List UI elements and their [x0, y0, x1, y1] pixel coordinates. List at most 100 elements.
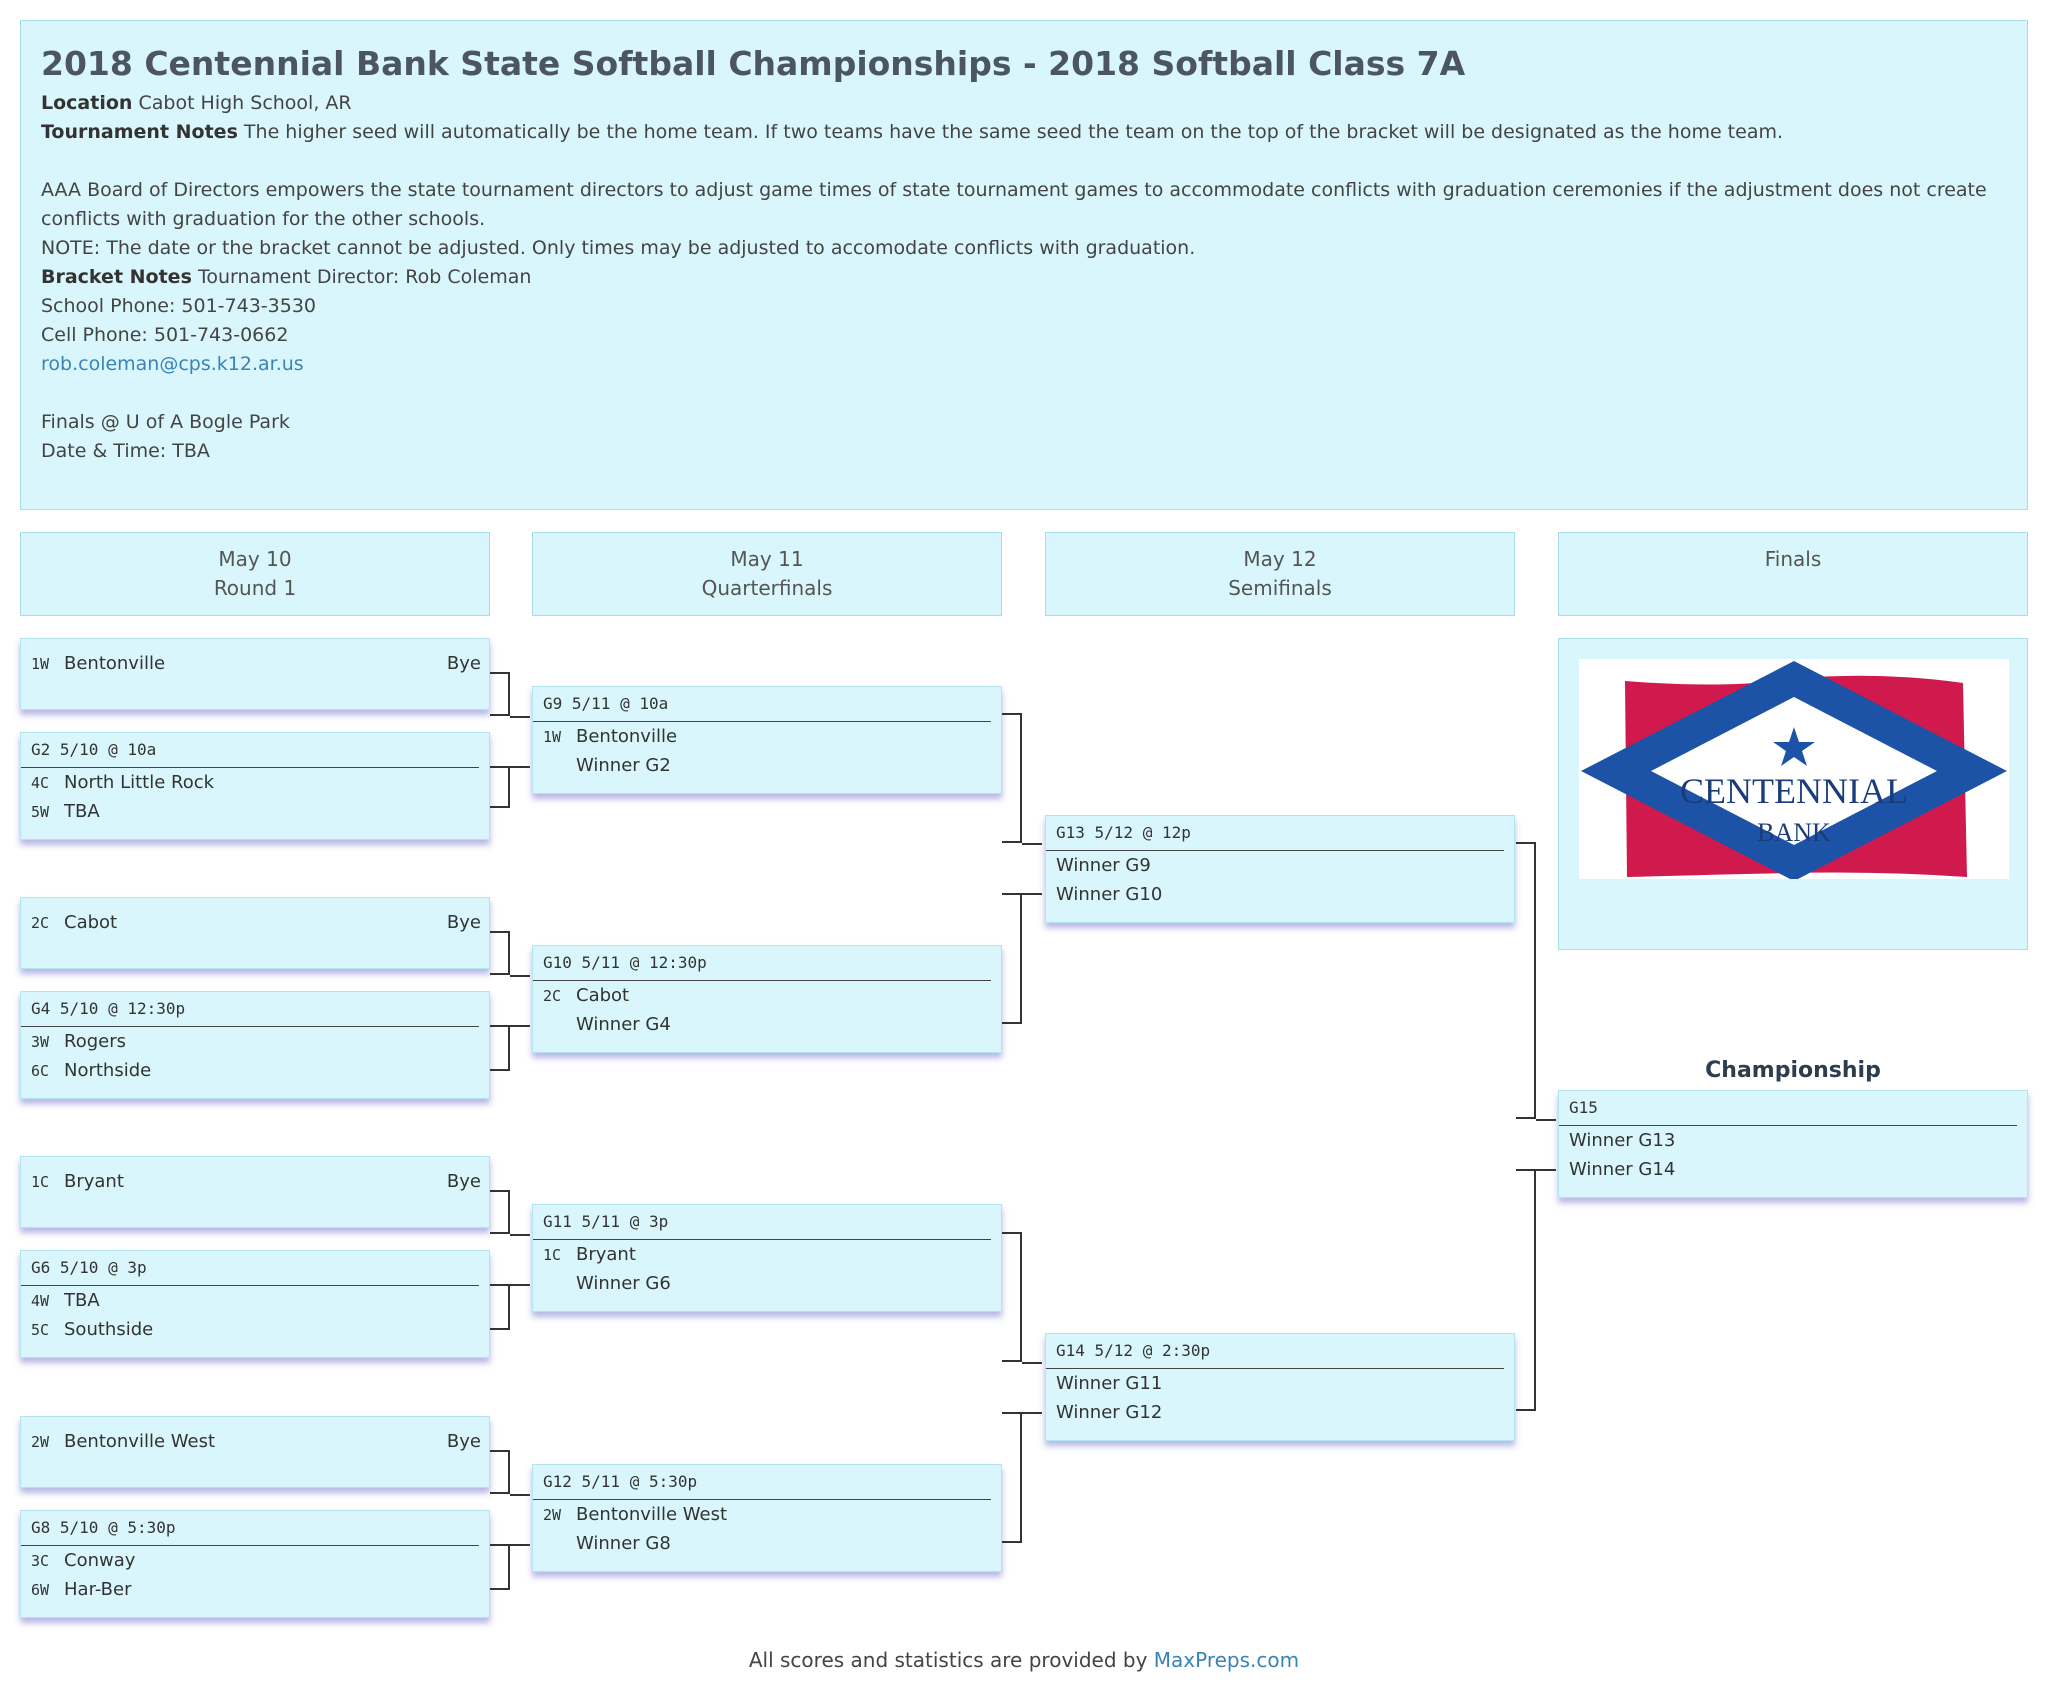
team-name: Winner G14 [1569, 1159, 1676, 1180]
bye-label: Bye [446, 1171, 481, 1192]
seed: 2C [31, 914, 50, 932]
game-header: G4 5/10 @ 12:30p [21, 992, 479, 1027]
game-g14[interactable]: G14 5/12 @ 2:30p Winner G11 Winner G12 [1045, 1333, 1515, 1441]
team-name: North Little Rock [64, 772, 215, 793]
game-g10[interactable]: G10 5/11 @ 12:30p 2C Cabot Winner G4 [532, 945, 1002, 1053]
team-name: Winner G12 [1056, 1402, 1163, 1423]
game-header: G11 5/11 @ 3p [533, 1205, 991, 1240]
bracket-connector [510, 716, 530, 718]
team-name: Winner G6 [576, 1273, 671, 1294]
bracket-connector [1002, 713, 1022, 843]
bracket-connector [490, 766, 510, 808]
team-name: Winner G2 [576, 755, 671, 776]
bye-label: Bye [446, 912, 481, 933]
game-g2[interactable]: G2 5/10 @ 10a 4C North Little Rock 5W TBA [20, 732, 490, 840]
bye-slot-bentonville-west[interactable]: 2W Bentonville West Bye [20, 1416, 490, 1488]
game-header: G12 5/11 @ 5:30p [533, 1465, 991, 1500]
bracket-connector [490, 1450, 510, 1494]
column-date: Finals [1764, 547, 1822, 571]
bracket-connector [510, 1494, 530, 1496]
bracket-notes-value: Tournament Director: Rob Coleman [197, 266, 532, 288]
team-name: Conway [64, 1550, 136, 1571]
game-header: G15 [1559, 1091, 2017, 1126]
bracket-connector [1002, 1232, 1022, 1362]
column-date: May 12 [1243, 547, 1317, 571]
seed: 2W [543, 1506, 562, 1524]
team-name: Winner G9 [1056, 855, 1151, 876]
game-g13[interactable]: G13 5/12 @ 12p Winner G9 Winner G10 [1045, 815, 1515, 923]
team-name: Northside [64, 1060, 152, 1081]
team-name: Cabot [64, 912, 118, 933]
bracket-connector [490, 672, 510, 716]
tournament-notes-line: Tournament Notes The higher seed will au… [41, 118, 2007, 147]
page-title: 2018 Centennial Bank State Softball Cham… [41, 44, 1466, 83]
tournament-notes-value: The higher seed will automatically be th… [243, 121, 1784, 143]
bracket-connector [490, 931, 510, 975]
bracket-connector [490, 1284, 510, 1330]
seed: 2W [31, 1433, 50, 1451]
seed: 1C [31, 1173, 50, 1191]
director-email-link[interactable]: rob.coleman@cps.k12.ar.us [41, 353, 304, 375]
team-name: Winner G13 [1569, 1130, 1676, 1151]
column-header-round1: May 10 Round 1 [20, 532, 490, 616]
game-g15[interactable]: G15 Winner G13 Winner G14 [1558, 1090, 2028, 1198]
bye-label: Bye [446, 1431, 481, 1452]
game-header: G2 5/10 @ 10a [21, 733, 479, 768]
bracket-connector [510, 1284, 530, 1286]
seed: 1W [543, 728, 562, 746]
column-round: Round 1 [213, 576, 297, 600]
team-name: Winner G10 [1056, 884, 1163, 905]
bye-label: Bye [446, 653, 481, 674]
bracket-connector [1022, 893, 1042, 895]
bracket-connector [510, 975, 530, 977]
column-round: Semifinals [1228, 576, 1332, 600]
centennial-bank-logo: CENTENNIAL BANK [1579, 659, 2009, 879]
bracket-notes-label: Bracket Notes [41, 266, 192, 288]
bracket-connector [1536, 1119, 1556, 1121]
bye-slot-cabot[interactable]: 2C Cabot Bye [20, 897, 490, 969]
game-header: G9 5/11 @ 10a [533, 687, 991, 722]
bracket-notes-line: Bracket Notes Tournament Director: Rob C… [41, 263, 2007, 292]
bracket-connector [490, 1190, 510, 1234]
seed: 3W [31, 1033, 50, 1051]
team-name: Bentonville West [64, 1431, 216, 1452]
team-name: Winner G4 [576, 1014, 671, 1035]
game-header: G10 5/11 @ 12:30p [533, 946, 991, 981]
team-name: Cabot [576, 985, 630, 1006]
game-header: G8 5/10 @ 5:30p [21, 1511, 479, 1546]
bracket-connector [490, 1544, 510, 1590]
team-name: TBA [64, 801, 100, 822]
seed: 2C [543, 987, 562, 1005]
logo-text-bottom: BANK [1757, 818, 1831, 847]
date-note: NOTE: The date or the bracket cannot be … [41, 237, 1196, 259]
maxpreps-link[interactable]: MaxPreps.com [1153, 1648, 1300, 1672]
team-name: Bentonville [64, 653, 166, 674]
location-line: Location Cabot High School, AR [41, 89, 2007, 118]
school-phone: School Phone: 501-743-3530 [41, 295, 317, 317]
bracket-connector [510, 1234, 530, 1236]
column-header-quarterfinals: May 11 Quarterfinals [532, 532, 1002, 616]
logo-text-top: CENTENNIAL [1680, 771, 1908, 811]
tournament-notes-label: Tournament Notes [41, 121, 238, 143]
column-date: May 10 [218, 547, 292, 571]
bracket-connector [1002, 1412, 1022, 1543]
bracket-connector [1516, 842, 1536, 1119]
seed: 4C [31, 774, 50, 792]
team-name: Southside [64, 1319, 154, 1340]
column-date: May 11 [730, 547, 804, 571]
seed: 5W [31, 803, 50, 821]
column-header-semifinals: May 12 Semifinals [1045, 532, 1515, 616]
seed: 4W [31, 1292, 50, 1310]
bracket-connector [510, 1544, 530, 1546]
team-name: Winner G11 [1056, 1373, 1163, 1394]
bracket-connector [1022, 1362, 1042, 1364]
seed: 3C [31, 1552, 50, 1570]
